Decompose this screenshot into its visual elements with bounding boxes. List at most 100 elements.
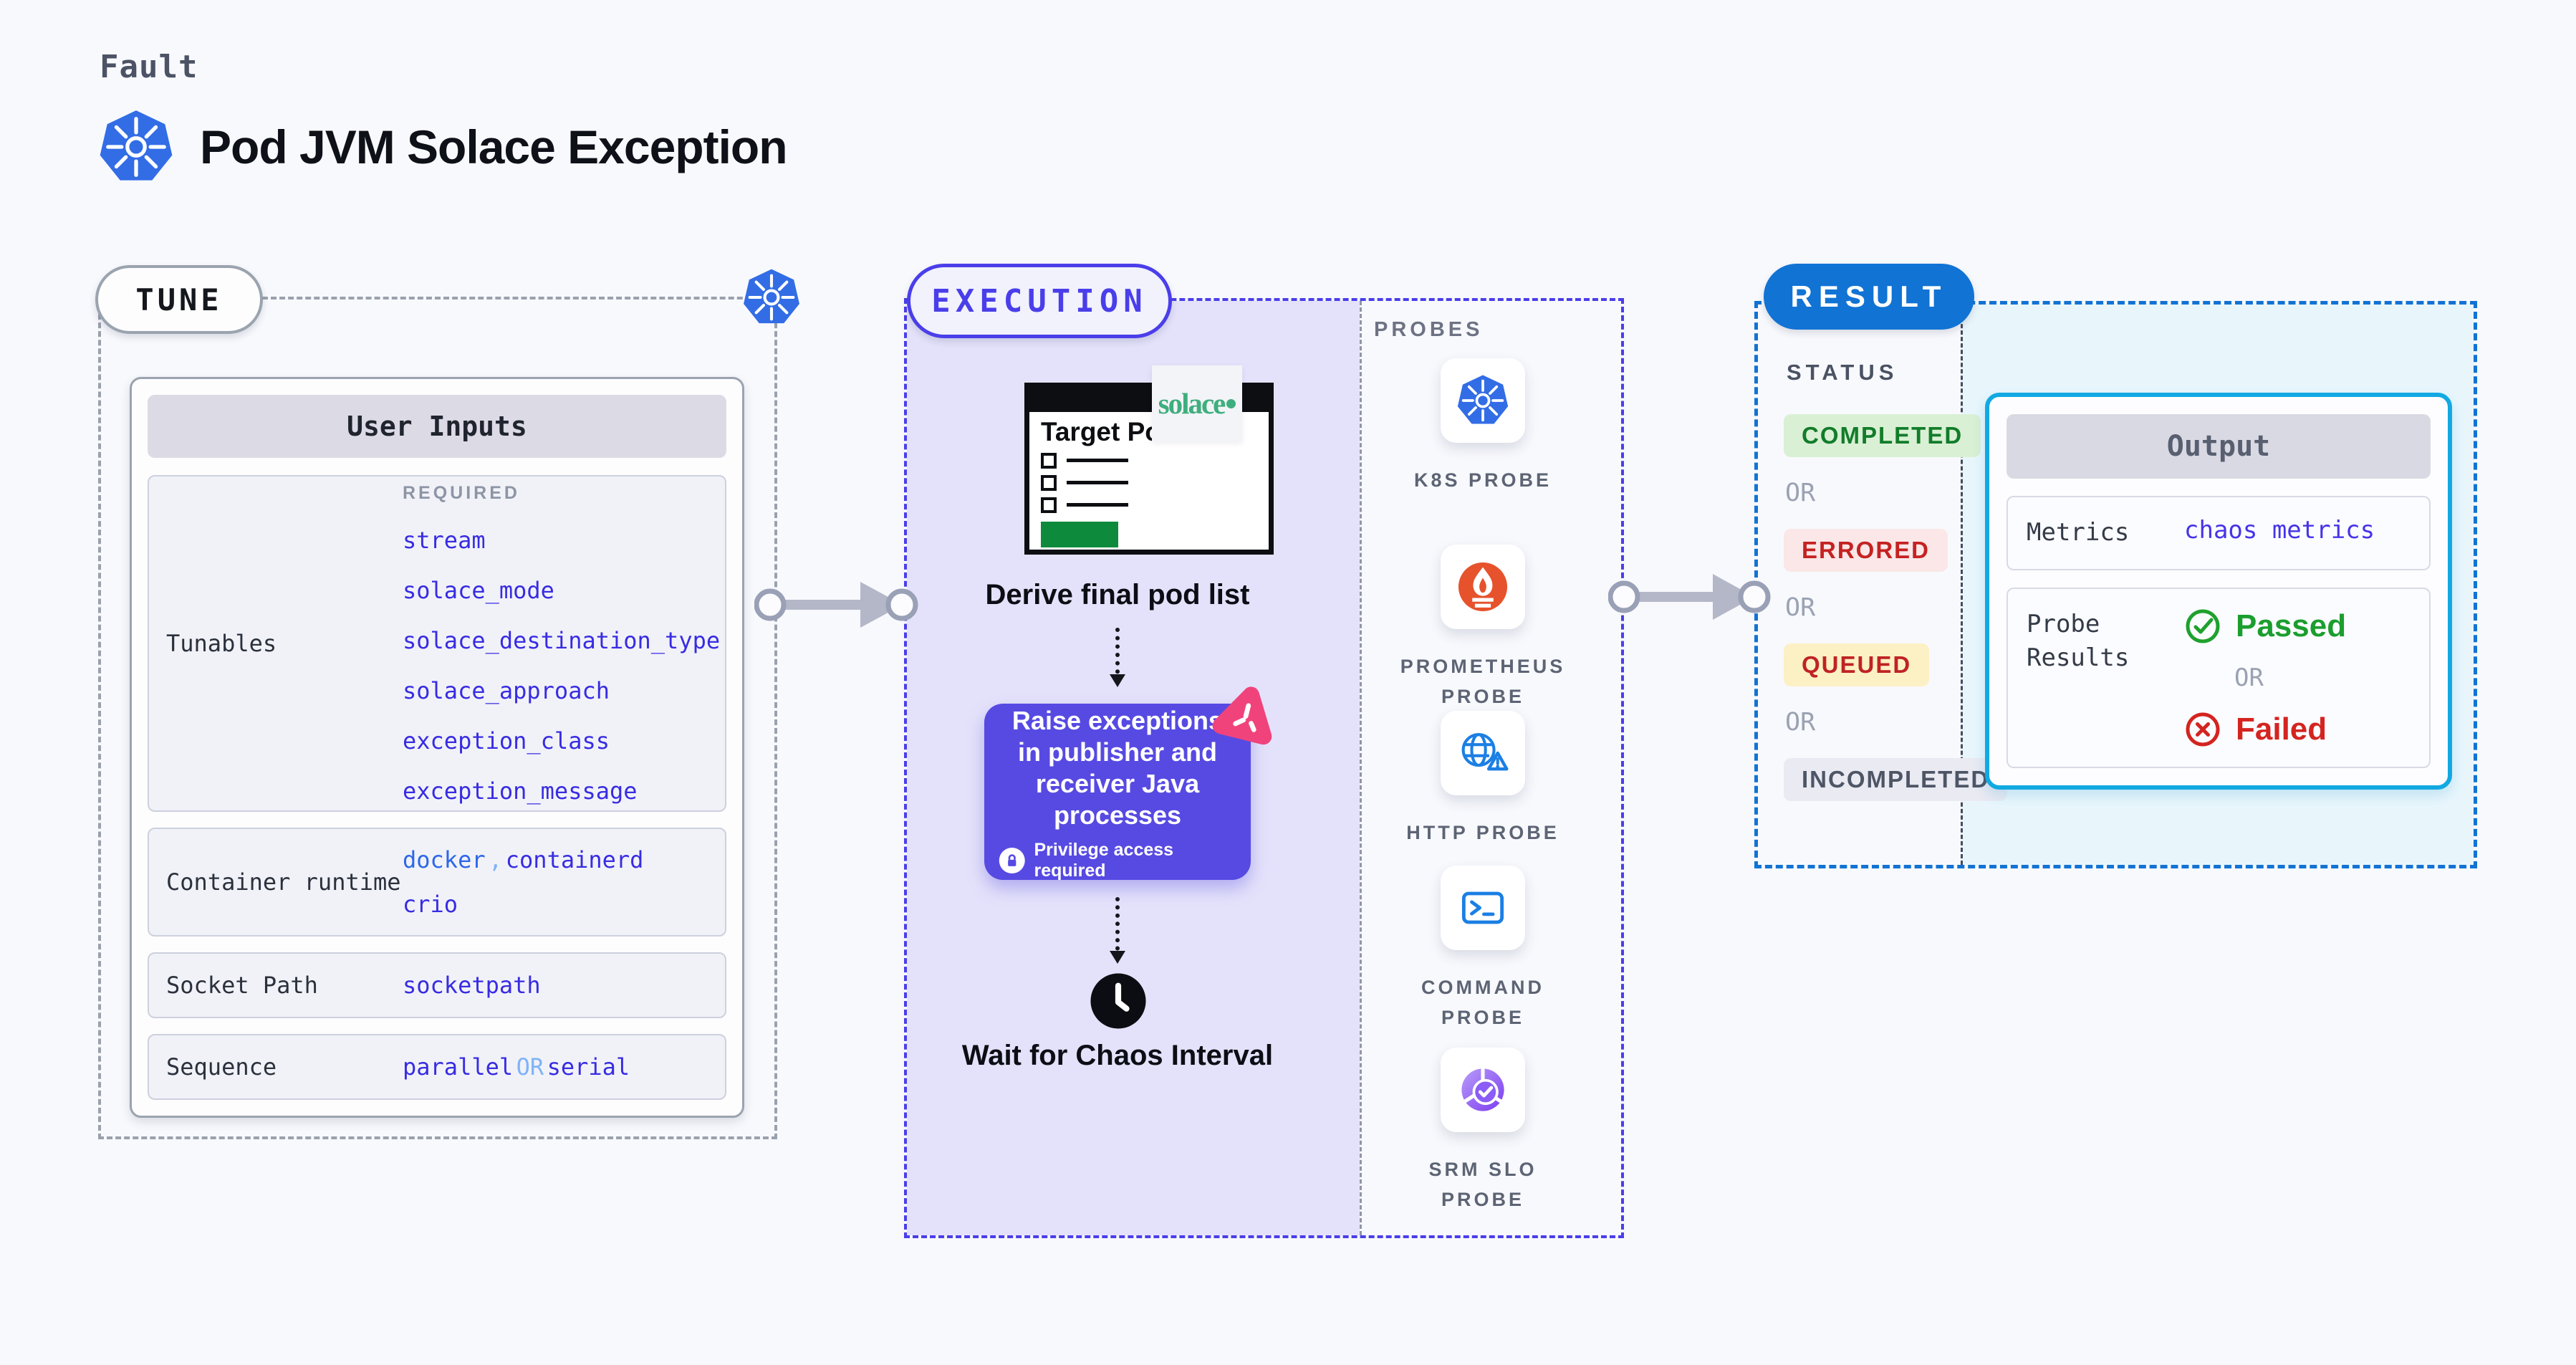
http-globe-icon: [1461, 733, 1509, 771]
or-label: OR: [1785, 708, 1816, 737]
probe-card: [1441, 545, 1525, 629]
flow-arrow-tune-to-execution: [754, 582, 918, 628]
socket-path-value: socketpath: [403, 972, 541, 999]
execution-stage-pill: EXECUTION: [907, 264, 1172, 338]
probe-results-row: Probe Results Passed OR Failed: [2007, 587, 2431, 768]
runtime-value: docker: [403, 846, 486, 873]
kubernetes-icon: [742, 268, 801, 327]
x-circle-icon: [2186, 712, 2220, 747]
failed-label: Failed: [2236, 711, 2327, 747]
derive-pod-list-caption: Derive final pod list: [985, 579, 1250, 610]
probes-divider: [1360, 301, 1362, 1235]
probe-name: HTTP PROBE: [1406, 822, 1559, 843]
status-output-divider: [1961, 305, 1963, 865]
runtime-comma: ,: [489, 846, 503, 873]
kubernetes-icon: [98, 109, 174, 185]
user-inputs-title: User Inputs: [148, 395, 726, 458]
sequence-value: parallel: [403, 1053, 514, 1081]
page-title: Pod JVM Solace Exception: [200, 120, 788, 173]
flow-dotted-arrow: [1110, 628, 1125, 687]
probe-card: [1441, 358, 1525, 443]
sequence-or: OR: [516, 1053, 544, 1081]
lock-icon: [999, 847, 1025, 873]
or-label: OR: [2234, 663, 2264, 692]
sequence-row: Sequence parallel OR serial: [148, 1034, 726, 1100]
container-runtime-label: Container runtime: [166, 868, 401, 896]
checkbox-icon: [1041, 497, 1057, 513]
status-badge: QUEUED: [1784, 643, 1930, 686]
tunable-value: solace_mode: [403, 576, 554, 604]
clock-icon: [1090, 973, 1146, 1029]
tunable-value: exception_message: [403, 777, 638, 805]
status-column: COMPLETED OR ERRORED OR QUEUED OR INCOMP…: [1784, 414, 2008, 801]
runtime-value: containerd: [505, 846, 644, 873]
container-runtime-row: Container runtime docker , containerd cr…: [148, 828, 726, 937]
probe-item-http: HTTP PROBE: [1390, 711, 1576, 848]
probe-name: PROMETHEUS PROBE: [1400, 656, 1566, 707]
check-circle-icon: [2186, 609, 2220, 643]
user-inputs-card: User Inputs Tunables REQUIRED stream sol…: [130, 377, 744, 1118]
checkbox-icon: [1041, 452, 1057, 469]
flow-arrow-execution-to-result: [1608, 574, 1771, 620]
tunables-label: Tunables: [166, 629, 277, 657]
slo-pie-icon: [1461, 1067, 1504, 1111]
kubernetes-icon: [1456, 374, 1509, 426]
required-label: REQUIRED: [403, 482, 520, 503]
chaos-pink-icon: [1212, 686, 1272, 745]
page-header: Pod JVM Solace Exception: [98, 109, 788, 185]
pod-list-item: [1041, 474, 1257, 491]
line-placeholder: [1067, 503, 1128, 507]
probe-card: [1441, 711, 1525, 795]
status-badge: ERRORED: [1784, 529, 1948, 572]
sequence-label: Sequence: [166, 1053, 277, 1081]
probe-results-label: Probe Results: [2027, 609, 2130, 673]
user-inputs-rows: Tunables REQUIRED stream solace_mode sol…: [148, 475, 726, 1100]
probe-card: [1441, 1048, 1525, 1132]
terminal-icon: [1461, 891, 1504, 924]
line-placeholder: [1067, 481, 1128, 485]
chaos-action-text: Raise exceptions in publisher and receiv…: [1011, 706, 1224, 830]
socket-path-label: Socket Path: [166, 971, 318, 999]
fault-kicker: Fault: [100, 49, 198, 85]
green-progress-bar: [1041, 521, 1118, 547]
probe-item-srm-slo: SRM SLO PROBE: [1390, 1048, 1576, 1215]
or-label: OR: [1785, 479, 1816, 507]
probe-name: SRM SLO PROBE: [1428, 1159, 1537, 1210]
tunable-value: solace_approach: [403, 676, 610, 704]
probe-name: K8S PROBE: [1413, 469, 1552, 491]
status-badge: INCOMPLETED: [1784, 758, 2008, 801]
tune-section-box: [98, 297, 777, 1139]
probe-card: [1441, 866, 1525, 950]
probe-item-command: COMMAND PROBE: [1390, 866, 1576, 1033]
result-stage-pill: RESULT: [1764, 264, 1974, 330]
tunable-value: stream: [403, 526, 486, 554]
probe-name: COMMAND PROBE: [1421, 977, 1544, 1028]
flow-dotted-arrow: [1110, 897, 1125, 964]
solace-logo: solace: [1152, 365, 1242, 441]
status-label: STATUS: [1787, 360, 1898, 385]
prometheus-icon: [1458, 562, 1508, 612]
checkbox-icon: [1041, 474, 1057, 491]
metrics-value: chaos metrics: [2184, 516, 2375, 545]
solace-dot-icon: [1226, 398, 1236, 408]
passed-label: Passed: [2236, 608, 2347, 643]
probe-item-prometheus: PROMETHEUS PROBE: [1390, 545, 1576, 712]
tune-stage-pill: TUNE: [95, 265, 263, 334]
pod-list-item: [1041, 497, 1257, 513]
tunables-row: Tunables REQUIRED stream solace_mode sol…: [148, 475, 726, 812]
pod-list-item: [1041, 452, 1257, 469]
sequence-value: serial: [547, 1053, 630, 1081]
privilege-note: Privilege access required: [1034, 839, 1174, 881]
status-badge: COMPLETED: [1784, 414, 1981, 457]
metrics-label: Metrics: [2027, 518, 2130, 547]
or-label: OR: [1785, 593, 1816, 622]
socket-path-row: Socket Path socketpath: [148, 952, 726, 1018]
wait-interval-caption: Wait for Chaos Interval: [961, 1040, 1274, 1071]
chaos-action-box: Raise exceptions in publisher and receiv…: [984, 704, 1251, 881]
tunable-value: exception_class: [403, 727, 610, 755]
probes-label: PROBES: [1374, 318, 1484, 341]
runtime-value: crio: [403, 891, 458, 918]
tunable-value: solace_destination_type: [403, 626, 721, 654]
probe-item-k8s: K8S PROBE: [1390, 358, 1576, 496]
output-card: Output Metrics chaos metrics Probe Resul…: [1985, 393, 2452, 790]
